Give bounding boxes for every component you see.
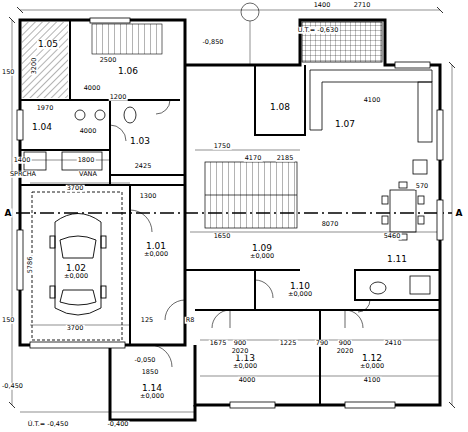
dimension-label: 2410 bbox=[384, 340, 403, 347]
dimension-label: 150 bbox=[1, 69, 15, 76]
dimension-label: 2710 bbox=[353, 2, 372, 9]
dimension-label: 1225 bbox=[279, 340, 298, 347]
room-label: 1.13±0,000 bbox=[232, 354, 258, 370]
room-number: 1.12 bbox=[360, 354, 384, 363]
room-number: 1.14 bbox=[140, 384, 164, 393]
room-number: 1.07 bbox=[335, 120, 355, 129]
floor-level: ±0,000 bbox=[144, 251, 168, 258]
room-number: 1.05 bbox=[38, 40, 58, 49]
dimension-label: 570 bbox=[415, 183, 429, 190]
dimension-label: 1200 bbox=[109, 94, 128, 101]
dimension-label: 1650 bbox=[213, 233, 232, 240]
room-number: 1.09 bbox=[250, 244, 274, 253]
room-label: 1.02±0,000 bbox=[63, 264, 89, 280]
dimension-label: -0,050 bbox=[134, 357, 157, 364]
room-label: 1.07 bbox=[334, 120, 356, 129]
dimension-label: 4170 bbox=[244, 155, 263, 162]
dimension-label: 4100 bbox=[363, 97, 382, 104]
floor-level: ±0,000 bbox=[140, 393, 164, 400]
floor-level: ±0,000 bbox=[360, 363, 384, 370]
dimension-label: 4000 bbox=[238, 377, 257, 384]
dimension-label: 1400 bbox=[13, 157, 32, 164]
dimension-label: 150 bbox=[1, 317, 15, 324]
room-label: 1.14±0,000 bbox=[139, 384, 165, 400]
dimension-label: SPRCHA bbox=[9, 171, 37, 178]
section-mark: A bbox=[4, 209, 13, 218]
dimension-label: 1300 bbox=[139, 193, 158, 200]
dimension-label: 1970 bbox=[36, 105, 55, 112]
dimension-label: 790 bbox=[315, 340, 329, 347]
dimension-label: 2020 bbox=[231, 348, 250, 355]
dimension-label: 5786 bbox=[27, 256, 34, 275]
room-label: 1.12±0,000 bbox=[359, 354, 385, 370]
floor-level: ±0,000 bbox=[288, 291, 312, 298]
floor-level: ±0,000 bbox=[64, 273, 88, 280]
room-number: 1.11 bbox=[387, 255, 407, 264]
dimension-label: -0,400 bbox=[107, 421, 130, 428]
dimension-label: 2425 bbox=[134, 163, 153, 170]
dimension-label: 900 bbox=[338, 340, 352, 347]
dimension-label: 2020 bbox=[336, 348, 355, 355]
dimension-label: Ú.T.= -0,630 bbox=[297, 27, 340, 34]
room-label: 1.03 bbox=[129, 137, 151, 146]
room-label: 1.05 bbox=[37, 40, 59, 49]
dimension-label: VANA bbox=[78, 171, 98, 178]
room-number: 1.10 bbox=[288, 282, 312, 291]
room-label: 1.06 bbox=[117, 67, 139, 76]
room-number: 1.08 bbox=[270, 103, 290, 112]
dimension-label: R8 bbox=[185, 317, 196, 324]
room-number: 1.03 bbox=[130, 137, 150, 146]
room-label: 1.09±0,000 bbox=[249, 244, 275, 260]
dimension-label: 3700 bbox=[66, 185, 85, 192]
room-label: 1.01±0,000 bbox=[143, 242, 169, 258]
dimension-label: 4000 bbox=[79, 128, 98, 135]
dimension-label: 4000 bbox=[83, 85, 102, 92]
floor-level: ±0,000 bbox=[233, 363, 257, 370]
dimension-label: 2185 bbox=[276, 155, 295, 162]
dimension-label: 1800 bbox=[77, 157, 96, 164]
dimension-label: 5460 bbox=[383, 233, 402, 240]
room-number: 1.13 bbox=[233, 354, 257, 363]
room-number: 1.06 bbox=[118, 67, 138, 76]
dimension-label: 8070 bbox=[321, 221, 340, 228]
dimension-label: 2500 bbox=[99, 57, 118, 64]
dimension-label: 125 bbox=[140, 317, 154, 324]
room-number: 1.01 bbox=[144, 242, 168, 251]
room-label: 1.08 bbox=[269, 103, 291, 112]
floor-level: ±0,000 bbox=[250, 253, 274, 260]
dimension-label: 4100 bbox=[363, 377, 382, 384]
section-mark: A bbox=[455, 209, 464, 218]
dimension-label: 1675 bbox=[209, 340, 228, 347]
room-number: 1.02 bbox=[64, 264, 88, 273]
dimension-label: -0,450 bbox=[1, 383, 24, 390]
dimension-label: 3200 bbox=[31, 57, 38, 76]
dimension-label: 1850 bbox=[141, 369, 160, 376]
dimension-label: Ú.T.= -0,450 bbox=[27, 421, 70, 428]
dimension-label: 900 bbox=[233, 340, 247, 347]
room-label: 1.04 bbox=[31, 123, 53, 132]
room-label: 1.10±0,000 bbox=[287, 282, 313, 298]
room-label: 1.11 bbox=[386, 255, 408, 264]
dimension-label: 1750 bbox=[213, 143, 232, 150]
dimension-label: -0,850 bbox=[202, 39, 225, 46]
room-number: 1.04 bbox=[32, 123, 52, 132]
dimension-label: 1400 bbox=[313, 2, 332, 9]
dimension-label: 3700 bbox=[66, 325, 85, 332]
